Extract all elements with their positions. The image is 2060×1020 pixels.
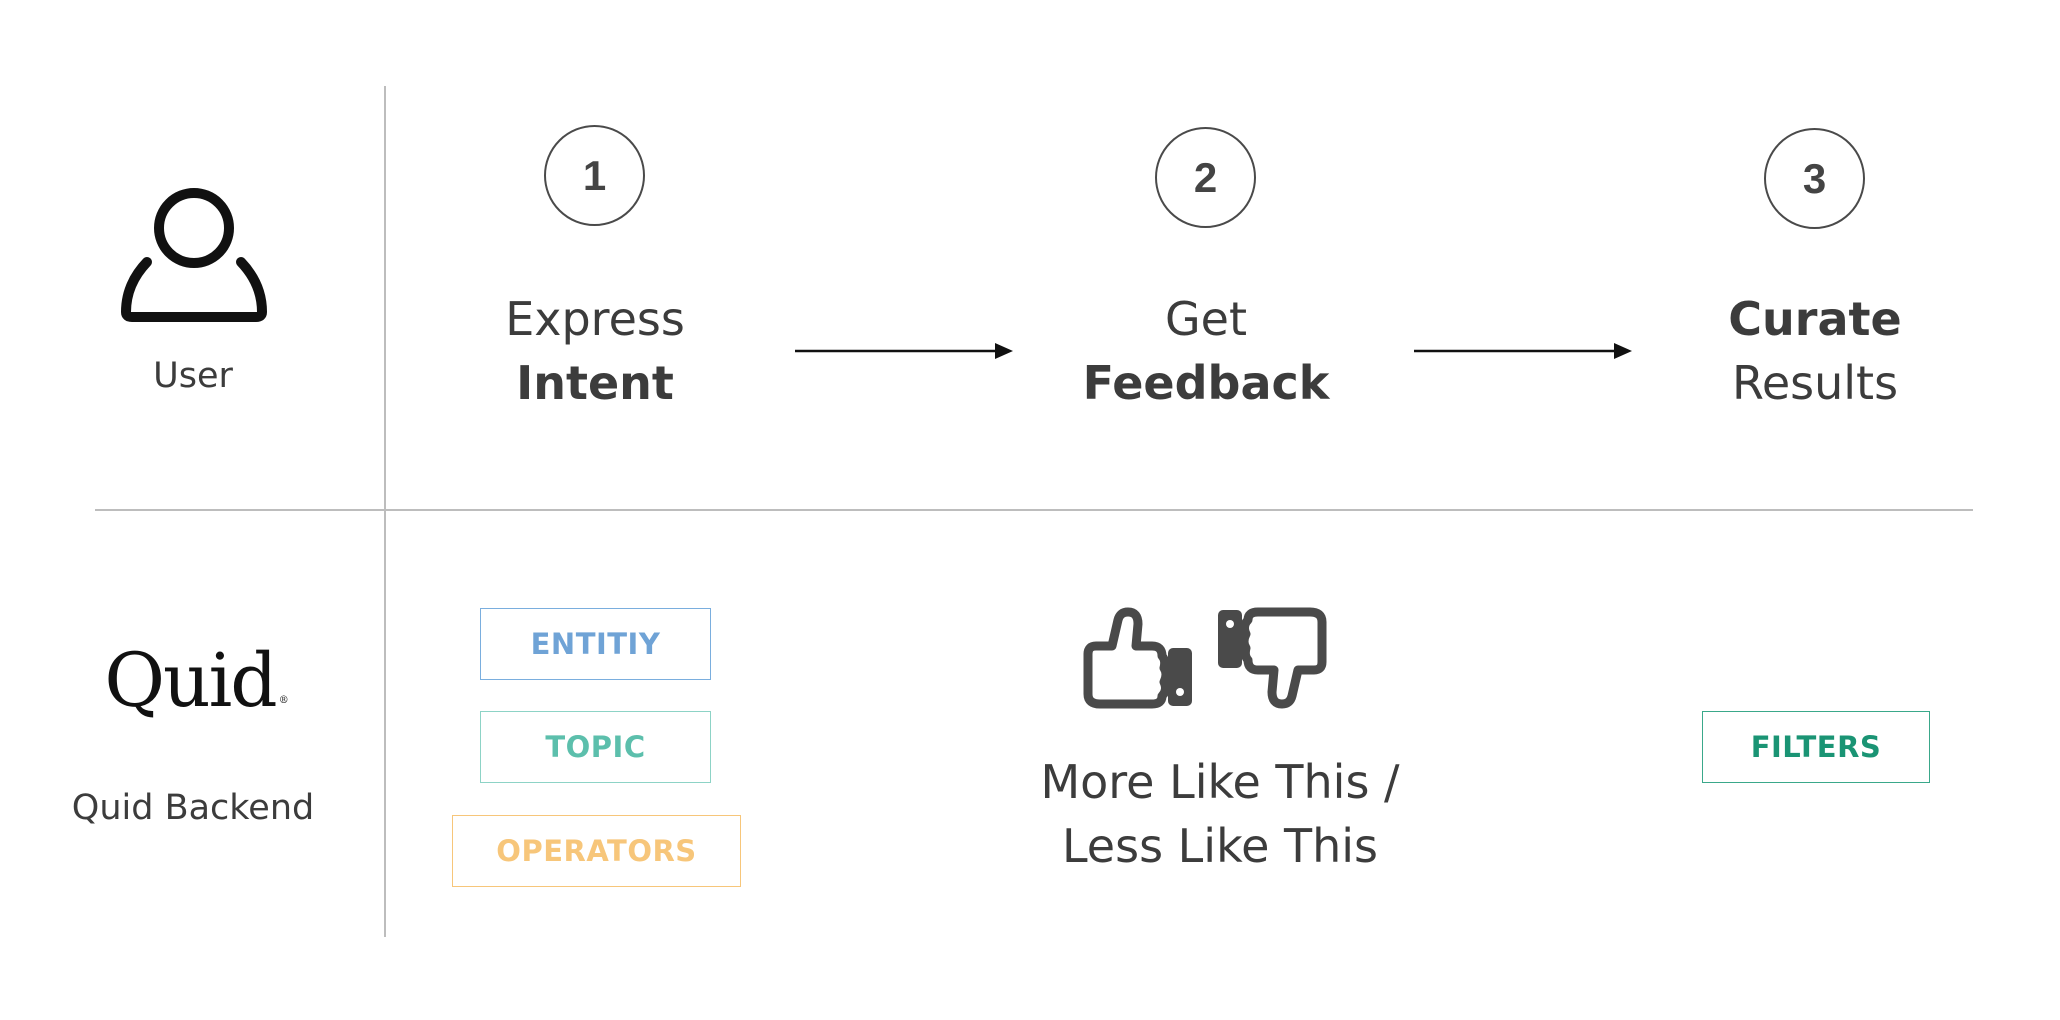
entity-tag: ENTITIY [480, 608, 711, 680]
step-1-line2: Intent [516, 356, 674, 410]
step-3-number: 3 [1802, 154, 1827, 202]
quid-backend-row-label: Quid Backend [71, 788, 315, 828]
feedback-caption-line1: More Like This / [1040, 755, 1400, 809]
thumbs-down-icon [1218, 607, 1327, 709]
quid-logo-text: Quid [104, 638, 277, 724]
feedback-caption: More Like This / Less Like This [1000, 750, 1440, 878]
step-1-line1: Express [505, 292, 685, 346]
column-divider [384, 86, 386, 937]
step-1-circle: 1 [544, 125, 645, 226]
topic-tag: TOPIC [480, 711, 711, 783]
user-icon [121, 188, 267, 322]
quid-logo-mark: ® [278, 695, 289, 706]
operators-tag: OPERATORS [452, 815, 741, 887]
step-3-line2: Results [1731, 356, 1899, 410]
step-3-title: Curate Results [1670, 287, 1960, 415]
arrow-step-2-to-3 [1414, 343, 1632, 359]
step-2-title: Get Feedback [1056, 287, 1356, 415]
entity-tag-label: ENTITIY [530, 627, 661, 661]
quid-logo: Quid® [100, 636, 290, 726]
step-3-circle: 3 [1764, 128, 1865, 229]
operators-tag-label: OPERATORS [496, 834, 697, 868]
feedback-caption-line2: Less Like This [1061, 819, 1378, 873]
step-2-circle: 2 [1155, 127, 1256, 228]
row-divider [95, 509, 1973, 511]
step-3-line1: Curate [1728, 292, 1902, 346]
user-row-label: User [153, 356, 233, 396]
thumbs-up-down-icon [1083, 607, 1327, 709]
step-2-line2: Feedback [1082, 356, 1330, 410]
thumbs-up-icon [1083, 607, 1192, 709]
step-2-number: 2 [1193, 153, 1218, 201]
step-1-title: Express Intent [455, 287, 735, 415]
topic-tag-label: TOPIC [545, 730, 646, 764]
step-2-line1: Get [1165, 292, 1247, 346]
step-1-number: 1 [582, 151, 607, 199]
filters-tag-label: FILTERS [1750, 730, 1882, 764]
filters-tag: FILTERS [1702, 711, 1930, 783]
arrow-step-1-to-2 [795, 343, 1013, 359]
